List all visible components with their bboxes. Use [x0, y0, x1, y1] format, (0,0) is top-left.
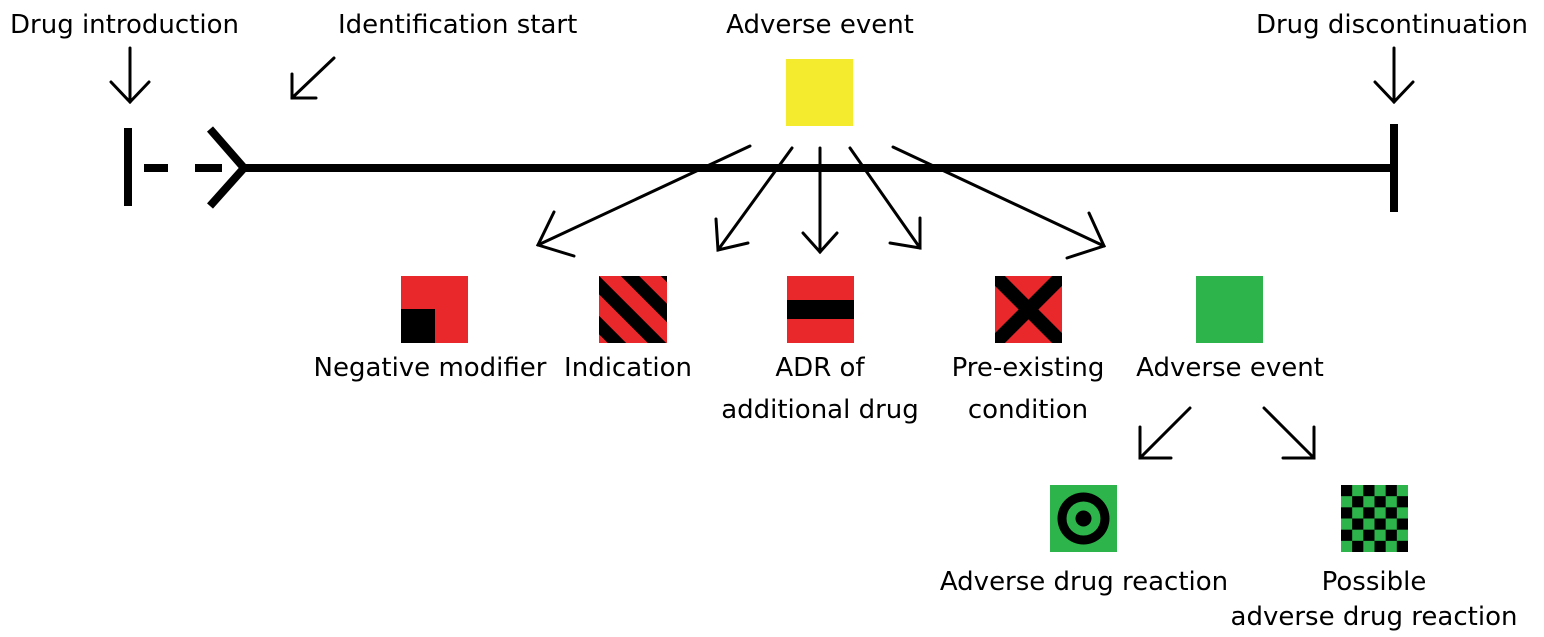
pre-existing-condition-label-line2: condition: [967, 395, 1089, 425]
adverse-event-green-icon: [1196, 276, 1263, 343]
drug-discontinuation-arrow-icon: [1373, 46, 1415, 105]
adverse-drug-reaction-icon: [1050, 485, 1117, 552]
adverse-event-yellow-square: [786, 59, 853, 126]
indication-label: Indication: [564, 353, 692, 383]
adr-additional-drug-label-line1: ADR of: [775, 353, 865, 383]
arrow-to-pre-existing-icon: [848, 146, 922, 250]
arrow-to-adverse-drug-reaction-icon: [1138, 406, 1192, 460]
pre-existing-condition-label-line1: Pre-existing: [951, 353, 1105, 383]
negative-modifier-label: Negative modifier: [313, 353, 547, 383]
arrow-to-adr-additional-icon: [801, 146, 839, 255]
negative-modifier-icon: [401, 276, 468, 343]
indication-icon: [599, 276, 667, 343]
possible-adr-label-line1: Possible: [1321, 567, 1427, 597]
arrow-to-indication-icon: [714, 146, 794, 252]
drug-introduction-arrow-icon: [109, 46, 151, 105]
arrow-to-possible-adr-icon: [1262, 406, 1316, 460]
pre-existing-condition-icon: [995, 276, 1062, 343]
possible-adr-label-line2: adverse drug reaction: [1230, 602, 1518, 632]
adverse-event-green-label: Adverse event: [1136, 353, 1324, 383]
drug-discontinuation-label: Drug discontinuation: [1255, 10, 1528, 40]
identification-start-label: Identification start: [338, 10, 578, 40]
timeline: [124, 124, 1398, 212]
adr-additional-drug-icon: [787, 276, 854, 343]
arrow-to-adverse-event-green-icon: [891, 145, 1107, 260]
arrow-to-negative-modifier-icon: [535, 144, 752, 258]
adr-additional-drug-label-line2: additional drug: [721, 395, 919, 425]
identification-start-arrow-icon: [290, 56, 336, 100]
adverse-drug-reaction-label: Adverse drug reaction: [939, 567, 1229, 597]
adverse-event-top-label: Adverse event: [726, 10, 914, 40]
drug-introduction-label: Drug introduction: [10, 10, 239, 40]
possible-adverse-drug-reaction-icon: [1341, 485, 1408, 552]
